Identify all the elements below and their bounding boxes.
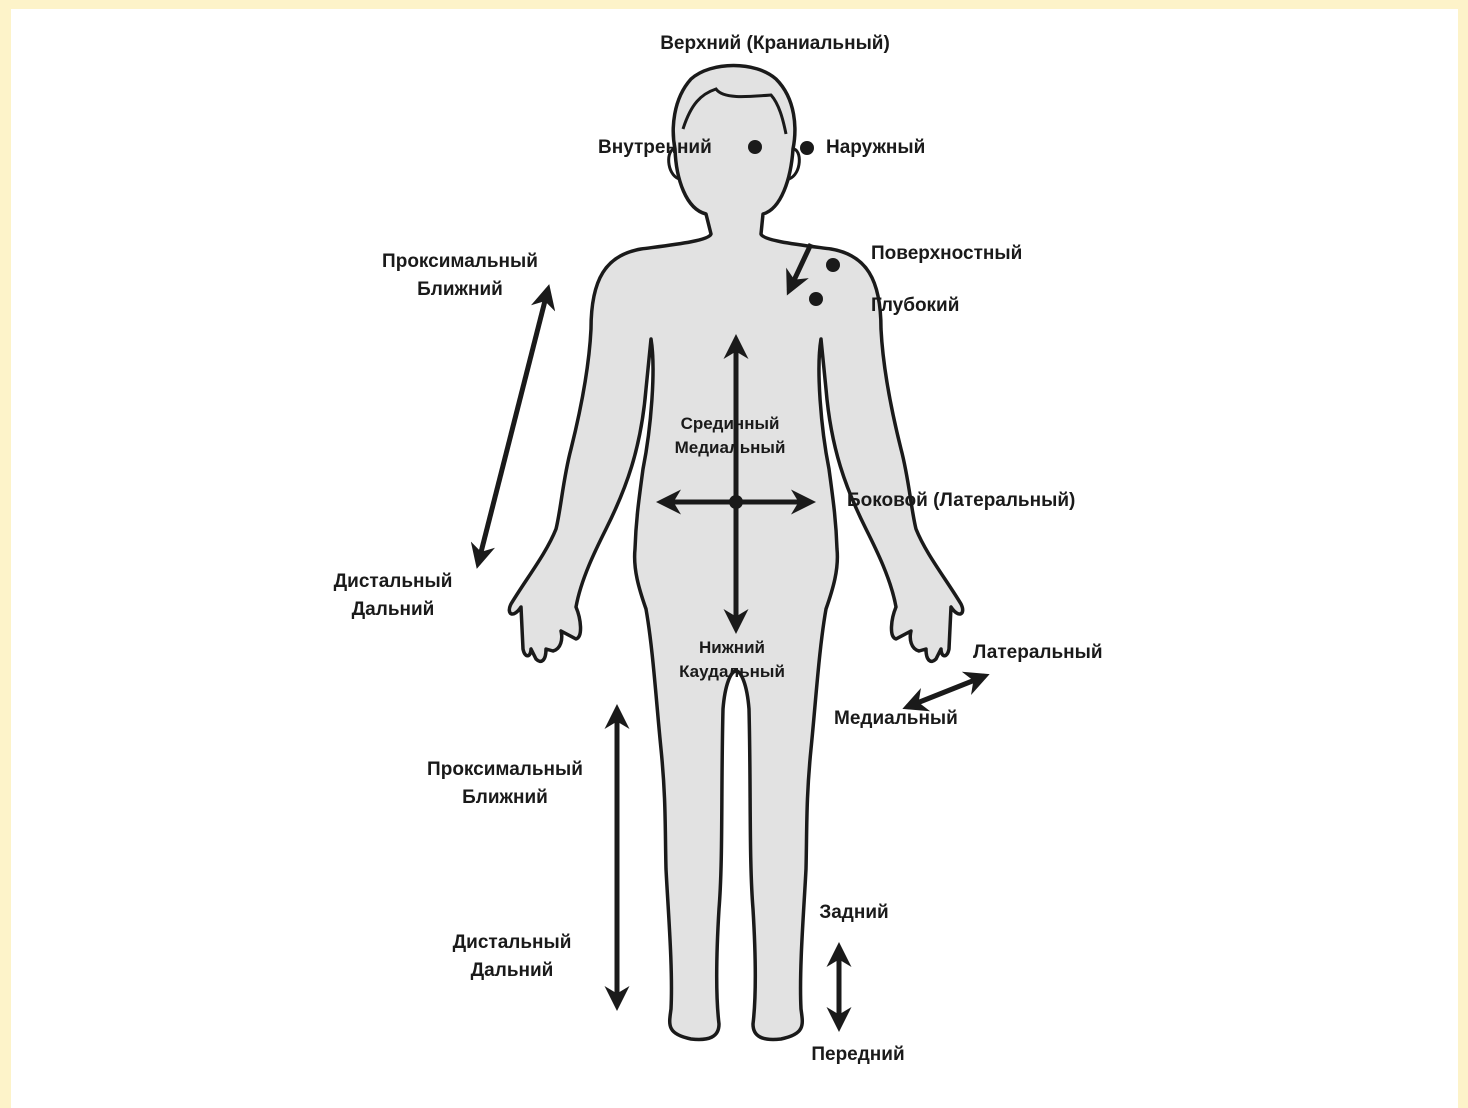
external-point-dot (800, 141, 814, 155)
external-label: Наружный (826, 135, 925, 161)
arm-proximal-label-line2: Ближний (417, 277, 503, 303)
arm-distal-label-line2: Дальний (352, 597, 435, 623)
hand-lateral-label: Латеральный (973, 640, 1103, 666)
anatomical-body-diagram (11, 9, 1458, 1108)
median-label-line2: Медиальный (675, 436, 786, 459)
posterior-label: Задний (819, 900, 888, 926)
internal-point-dot (748, 140, 762, 154)
arm-proximal-distal-arrow (478, 289, 548, 564)
inferior-label-line2: Каудальный (679, 660, 785, 683)
hand-medial-label: Медиальный (834, 706, 958, 732)
leg-proximal-label-line2: Ближний (462, 785, 548, 811)
superficial-label: Поверхностный (871, 241, 1022, 267)
diagram-panel: Верхний (Краниальный) Внутренний Наружны… (11, 9, 1458, 1108)
arm-proximal-label-line1: Проксимальный (382, 249, 538, 275)
deep-label: Глубокий (871, 293, 959, 319)
lateral-side-label: Боковой (Латеральный) (847, 488, 1075, 514)
inferior-label-line1: Нижний (699, 636, 765, 659)
superior-label: Верхний (Краниальный) (660, 31, 890, 57)
deep-point-dot (809, 292, 823, 306)
median-label-line1: Срединный (681, 412, 780, 435)
internal-label: Внутренний (598, 135, 712, 161)
anterior-label: Передний (811, 1042, 904, 1068)
leg-proximal-label-line1: Проксимальный (427, 757, 583, 783)
leg-distal-label-line1: Дистальный (453, 930, 572, 956)
arm-distal-label-line1: Дистальный (334, 569, 453, 595)
hand-medial-lateral-arrow (907, 676, 985, 707)
leg-distal-label-line2: Дальний (471, 958, 554, 984)
superficial-point-dot (826, 258, 840, 272)
